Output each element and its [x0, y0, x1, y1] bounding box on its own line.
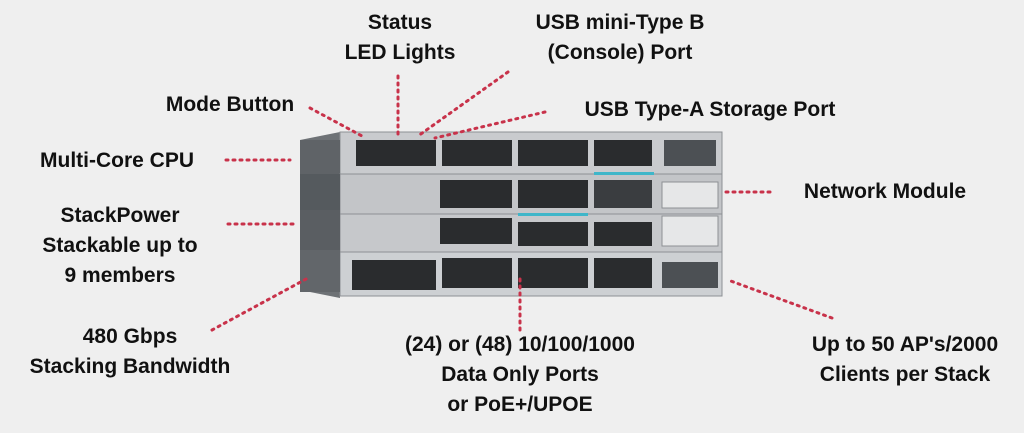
label-usb-mini-console: USB mini-Type B (Console) Port — [535, 11, 705, 64]
ports-row-2 — [440, 180, 719, 209]
leader-usb-storage — [433, 110, 547, 140]
label-mode-button: Mode Button — [165, 93, 295, 116]
leader-stacking-bw — [210, 276, 310, 332]
label-multicore-cpu: Multi-Core CPU — [40, 149, 194, 172]
switch-stack — [300, 131, 723, 298]
label-data-ports: (24) or (48) 10/100/1000 Data Only Ports… — [405, 333, 635, 416]
leader-mode-button — [308, 106, 364, 138]
teal-accent-1 — [594, 172, 654, 175]
leader-lines — [210, 70, 834, 332]
label-clients-per-stack: Up to 50 AP's/2000 Clients per Stack — [811, 333, 999, 386]
label-usb-storage: USB Type-A Storage Port — [584, 98, 836, 121]
label-status-led: Status LED Lights — [344, 11, 456, 64]
teal-accent-2 — [518, 213, 588, 216]
label-stacking-bandwidth: 480 Gbps Stacking Bandwidth — [29, 325, 231, 378]
ports-row-1 — [356, 140, 716, 166]
label-network-module: Network Module — [803, 180, 967, 203]
ports-row-4 — [352, 258, 718, 290]
label-stackpower: StackPower Stackable up to 9 members — [42, 204, 198, 287]
ports-row-3 — [440, 215, 719, 247]
leader-clients — [726, 278, 834, 320]
leader-usb-mini — [416, 70, 510, 138]
